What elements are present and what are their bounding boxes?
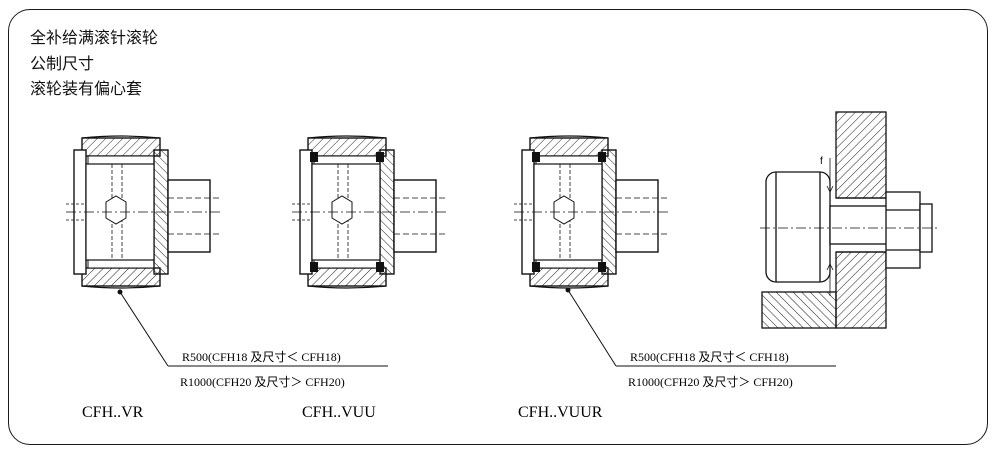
gap-label-f: f [820, 156, 823, 167]
leader-line-left [117, 289, 388, 367]
diagram-frame [8, 9, 988, 445]
callout-radius-small-right: R500(CFH18 及尺寸＜ CFH18) [630, 350, 789, 364]
title-line-2: 公制尺寸 [30, 54, 95, 73]
title-line-3: 滚轮装有偏心套 [30, 79, 143, 98]
callout-radius-large-right: R1000(CFH20 及尺寸＞ CFH20) [628, 375, 793, 389]
roller-vuu [291, 135, 449, 289]
leader-line-right [565, 287, 836, 367]
model-label-vr: CFH..VR [82, 404, 144, 421]
model-label-vuu: CFH..VUU [302, 404, 376, 421]
callout-radius-large-left: R1000(CFH20 及尺寸＞ CFH20) [180, 375, 345, 389]
roller-vuur [513, 135, 671, 289]
title-line-1: 全补给满滚针滚轮 [30, 28, 159, 47]
installation-view [760, 111, 940, 329]
model-label-vuur: CFH..VUUR [518, 404, 603, 421]
roller-vr [65, 135, 223, 289]
callout-radius-small-left: R500(CFH18 及尺寸＜ CFH18) [182, 350, 341, 364]
